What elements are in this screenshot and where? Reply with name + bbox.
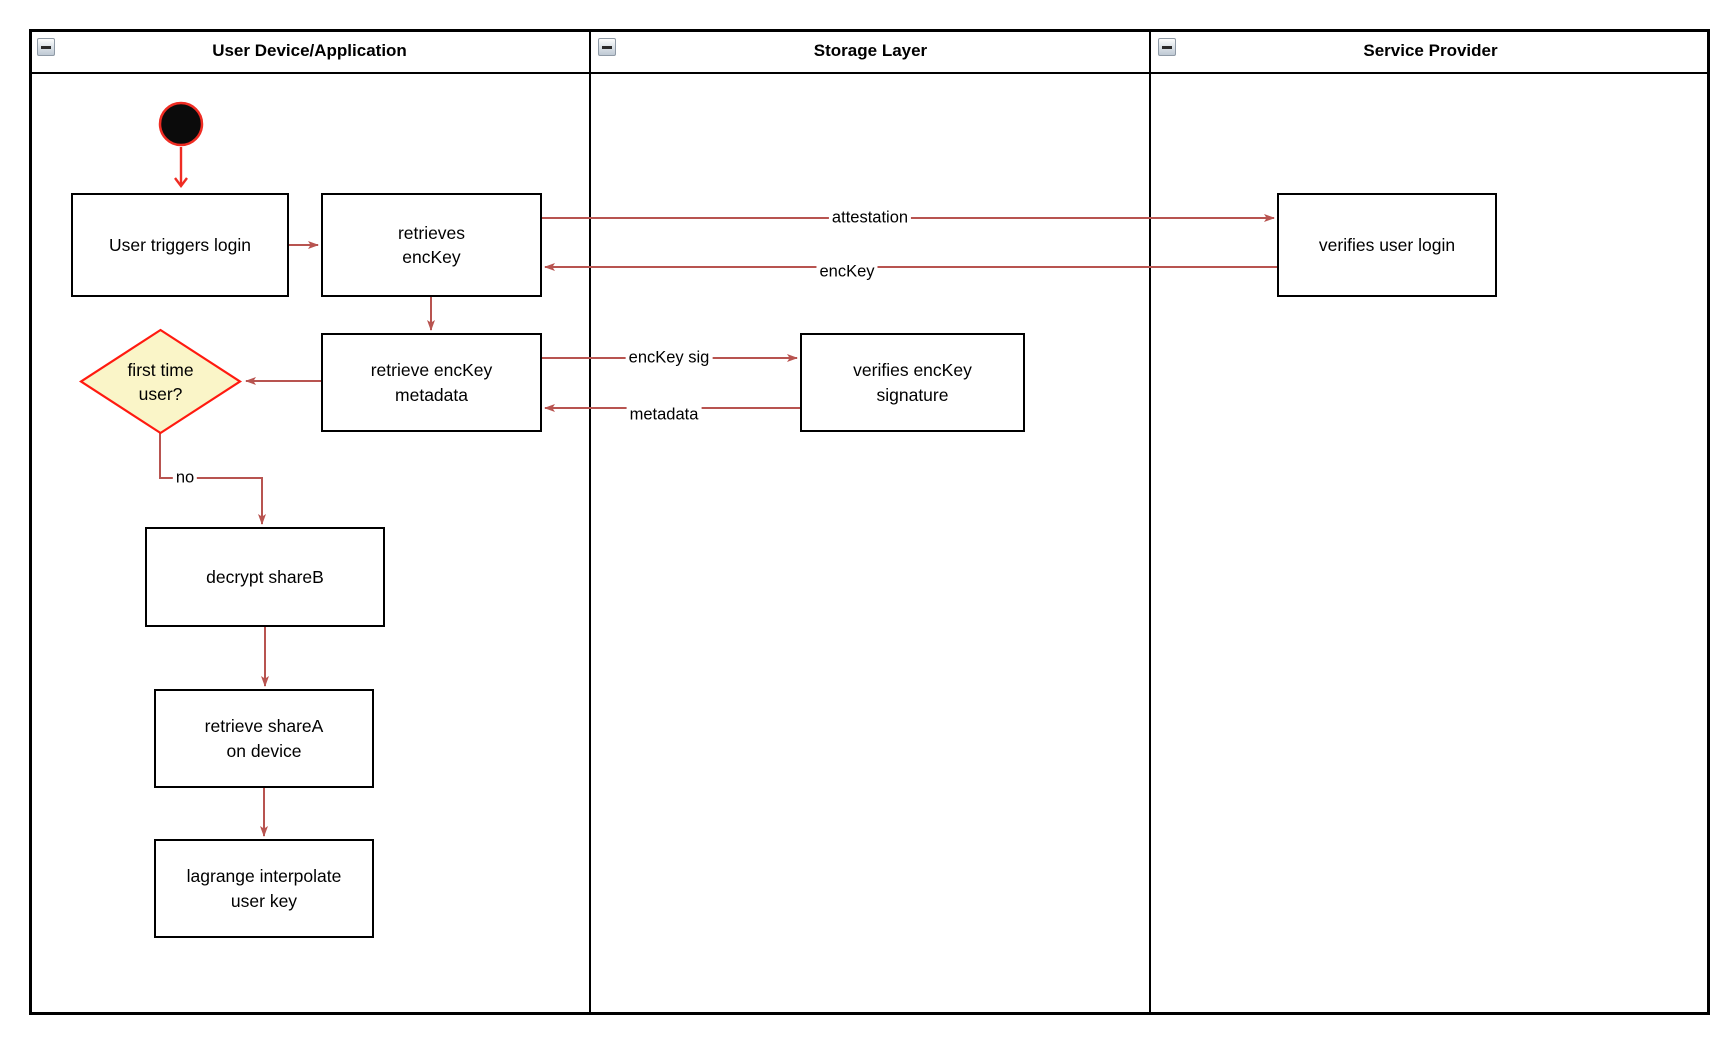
edge-label-enckey-sig: encKey sig xyxy=(625,348,713,368)
lane-title: Service Provider xyxy=(1363,41,1498,60)
collapse-minus-icon[interactable] xyxy=(1158,38,1176,56)
decision-label-first-time-user: first time user? xyxy=(127,359,194,405)
pool-header-underline xyxy=(29,72,1710,74)
node-retrieve-sharea[interactable]: retrieve shareA on device xyxy=(154,689,374,788)
lane-divider xyxy=(1149,29,1151,1015)
lane-divider xyxy=(589,29,591,1015)
lane-header-service-provider: Service Provider xyxy=(1151,29,1710,72)
node-verifies-enckey-signature[interactable]: verifies encKey signature xyxy=(800,333,1025,432)
edge-label-enckey: encKey xyxy=(816,262,878,282)
node-verifies-user-login[interactable]: verifies user login xyxy=(1277,193,1497,297)
edge-label-metadata: metadata xyxy=(626,405,702,425)
collapse-minus-icon[interactable] xyxy=(37,38,55,56)
edge-label-attestation: attestation xyxy=(828,208,912,228)
node-retrieves-enckey[interactable]: retrieves encKey xyxy=(321,193,542,297)
node-user-triggers-login[interactable]: User triggers login xyxy=(71,193,289,297)
pool-border xyxy=(29,29,1710,1015)
collapse-minus-icon[interactable] xyxy=(598,38,616,56)
lane-header-storage-layer: Storage Layer xyxy=(591,29,1150,72)
lane-title: Storage Layer xyxy=(813,41,928,60)
node-retrieve-enckey-metadata[interactable]: retrieve encKey metadata xyxy=(321,333,542,432)
lane-header-user-device: User Device/Application xyxy=(29,29,590,72)
node-lagrange-interpolate[interactable]: lagrange interpolate user key xyxy=(154,839,374,938)
edge-label-no: no xyxy=(172,468,198,488)
node-decrypt-shareb[interactable]: decrypt shareB xyxy=(145,527,385,627)
lane-title: User Device/Application xyxy=(212,41,407,60)
